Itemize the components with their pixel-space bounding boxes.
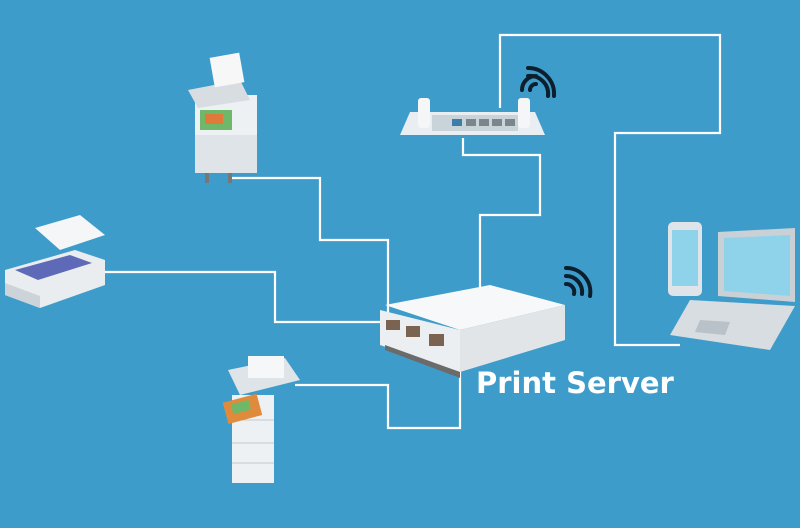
line-copier-server (295, 370, 462, 430)
phone-icon (668, 222, 702, 296)
printer-icon (5, 215, 105, 308)
connection-lines (105, 33, 722, 430)
print-server-icon (380, 265, 593, 378)
usb-port-icon (386, 320, 400, 330)
usb-port-icon (406, 326, 420, 337)
line-printer-server (105, 270, 385, 324)
kiosk-icon (188, 52, 257, 183)
wifi-icon (564, 265, 593, 298)
line-kiosk-server (232, 176, 390, 318)
router-icon (400, 65, 557, 135)
usb-port-icon (429, 334, 444, 346)
print-server-label: Print Server (476, 366, 674, 400)
line-router-server (461, 138, 542, 292)
copier-icon (222, 356, 300, 483)
line-router-laptop (498, 33, 722, 347)
wifi-icon (520, 65, 557, 98)
laptop-icon (670, 228, 795, 350)
